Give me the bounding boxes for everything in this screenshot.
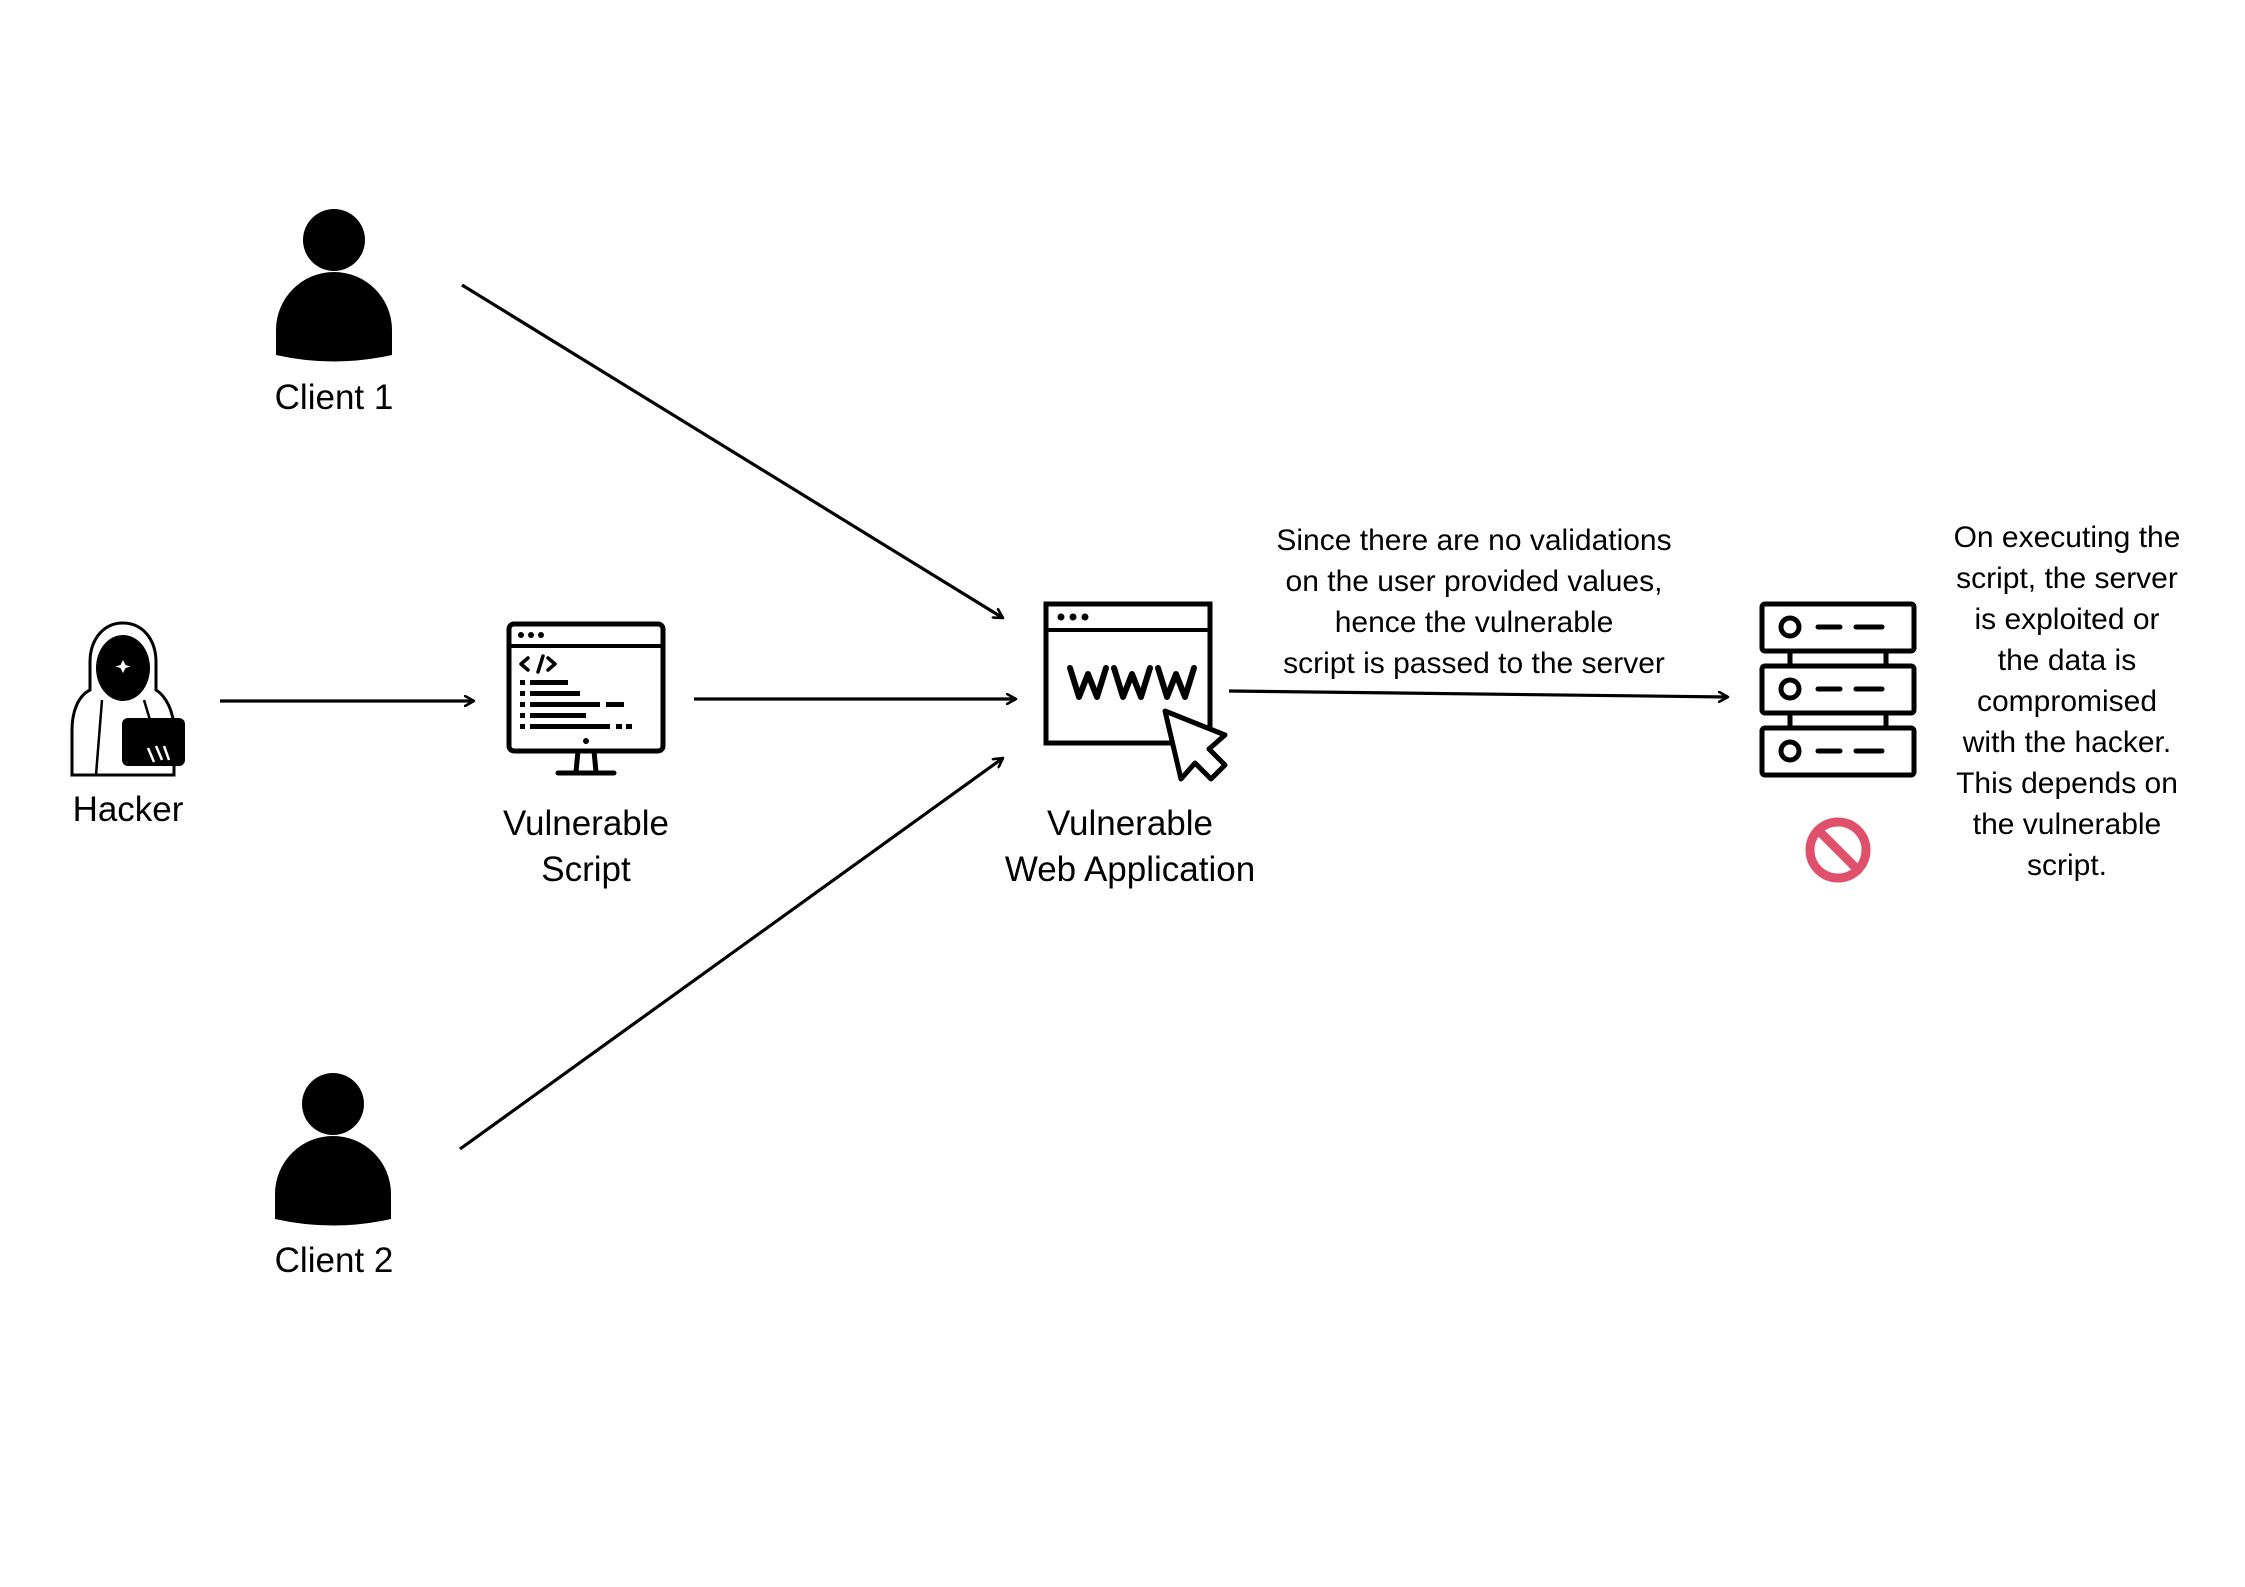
- www-browser-icon: [1043, 601, 1228, 782]
- code-monitor-icon: [506, 621, 666, 776]
- note-line: with the hacker.: [1962, 726, 2172, 759]
- edges: [220, 283, 1728, 1151]
- edge-webapp-to-server: [1228, 689, 1728, 697]
- note-line: the vulnerable: [1972, 808, 2162, 841]
- note-line: compromised: [1976, 685, 2158, 718]
- hacker-icon: [70, 621, 185, 777]
- script-label-line2: Script: [541, 850, 631, 889]
- client2-label: Client 2: [274, 1241, 394, 1280]
- note-line: This depends on: [1956, 767, 2178, 800]
- script-label: Vulnerable Script: [436, 801, 736, 893]
- webapp-label: Vulnerable Web Application: [980, 801, 1280, 893]
- user-icon: [275, 1073, 391, 1226]
- note-line: On executing the: [1953, 521, 2181, 554]
- note-line: Since there are no validations: [1276, 524, 1672, 557]
- note-line: the data is: [1997, 644, 2137, 677]
- server-rack-icon: [1759, 601, 1917, 778]
- note-line: hence the vulnerable: [1334, 606, 1614, 639]
- note-webapp-to-server: Since there are no validations on the us…: [1234, 520, 1714, 684]
- script-label-line1: Vulnerable: [502, 804, 670, 843]
- note-line: script, the server: [1956, 562, 2178, 595]
- webapp-label-line1: Vulnerable: [1046, 804, 1214, 843]
- note-line: script is passed to the server: [1283, 647, 1665, 680]
- edge-client2-to-webapp: [459, 758, 1003, 1151]
- webapp-label-line2: Web Application: [1004, 850, 1256, 889]
- client1-label: Client 1: [274, 378, 394, 417]
- note-server-outcome: On executing the script, the server is e…: [1917, 517, 2217, 886]
- edge-client1-to-webapp: [461, 283, 1003, 620]
- note-line: is exploited or: [1974, 603, 2160, 636]
- note-line: on the user provided values,: [1285, 565, 1663, 598]
- note-line: script.: [2026, 849, 2107, 882]
- user-icon: [276, 209, 392, 362]
- hacker-label: Hacker: [72, 790, 184, 829]
- blocked-icon: [1805, 817, 1871, 883]
